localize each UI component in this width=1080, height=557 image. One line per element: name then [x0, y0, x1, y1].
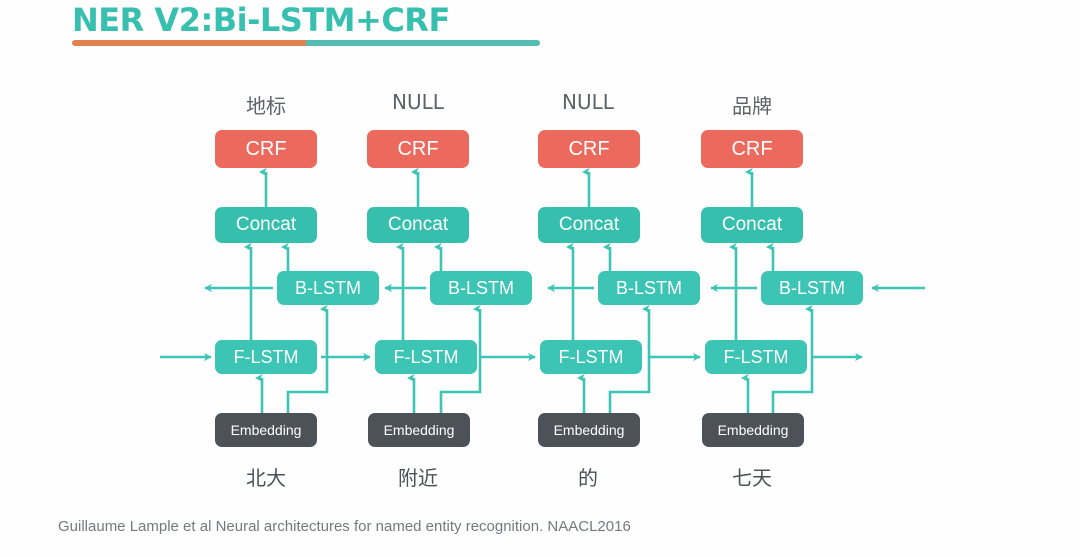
- output-label-3: 品牌: [732, 94, 772, 118]
- network-architecture-diagram: 地标 NULL NULL 品牌 CRF CRF CRF CRF Concat C…: [160, 90, 925, 490]
- b-lstm-node-2[interactable]: B-LSTM: [598, 271, 700, 305]
- title-underline: [72, 40, 540, 46]
- concat-node-0[interactable]: Concat: [215, 207, 317, 243]
- input-token-0: 北大: [246, 466, 286, 490]
- embedding-node-0[interactable]: Embedding: [215, 413, 317, 447]
- embedding-node-1[interactable]: Embedding: [368, 413, 470, 447]
- b-lstm-node-1[interactable]: B-LSTM: [430, 271, 532, 305]
- crf-node-0[interactable]: CRF: [215, 130, 317, 168]
- concat-node-2[interactable]: Concat: [538, 207, 640, 243]
- crf-node-2[interactable]: CRF: [538, 130, 640, 168]
- f-lstm-node-2[interactable]: F-LSTM: [540, 340, 642, 374]
- concat-node-3[interactable]: Concat: [701, 207, 803, 243]
- title-underline-orange-segment: [72, 40, 306, 46]
- figure-caption: Guillaume Lample et al Neural architectu…: [58, 518, 631, 535]
- crf-node-1[interactable]: CRF: [367, 130, 469, 168]
- embedding-node-2[interactable]: Embedding: [538, 413, 640, 447]
- title-underline-teal-segment: [306, 40, 540, 46]
- output-label-0: 地标: [246, 94, 286, 118]
- output-label-2: NULL: [562, 90, 614, 114]
- input-token-2: 的: [578, 466, 598, 490]
- f-lstm-node-1[interactable]: F-LSTM: [375, 340, 477, 374]
- b-lstm-node-3[interactable]: B-LSTM: [761, 271, 863, 305]
- input-token-3: 七天: [732, 466, 772, 490]
- output-label-1: NULL: [392, 90, 444, 114]
- input-token-1: 附近: [398, 466, 438, 490]
- f-lstm-node-0[interactable]: F-LSTM: [215, 340, 317, 374]
- crf-node-3[interactable]: CRF: [701, 130, 803, 168]
- page-title: NER V2:Bi-LSTM+CRF: [72, 1, 450, 39]
- f-lstm-node-3[interactable]: F-LSTM: [705, 340, 807, 374]
- b-lstm-node-0[interactable]: B-LSTM: [277, 271, 379, 305]
- embedding-node-3[interactable]: Embedding: [702, 413, 804, 447]
- concat-node-1[interactable]: Concat: [367, 207, 469, 243]
- title-block: NER V2:Bi-LSTM+CRF: [72, 2, 592, 52]
